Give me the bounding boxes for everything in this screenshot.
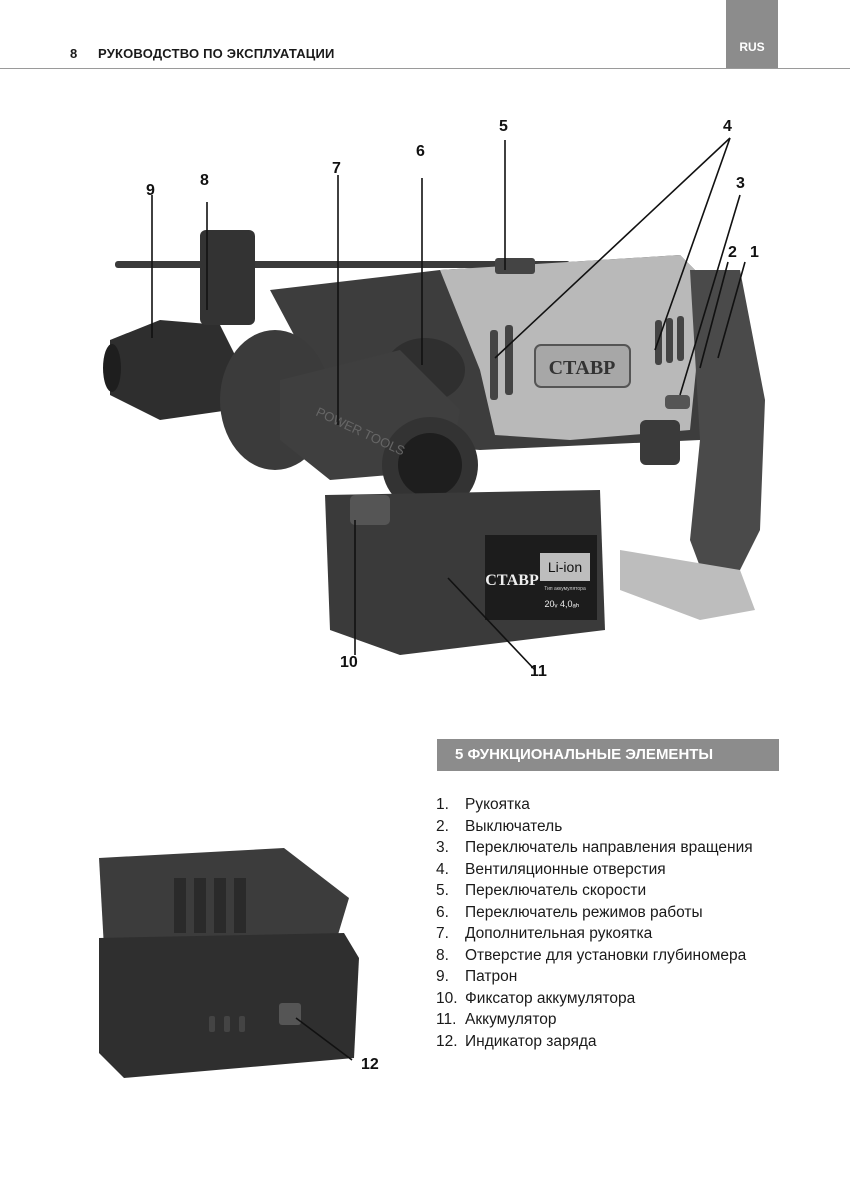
li-ion-text: Li-ion: [548, 559, 582, 575]
rotary-hammer-illustration: СТАВР POWER TOOLS СТАВР Li-ion Тип аккум…: [100, 110, 800, 690]
callout-5: 5: [499, 118, 508, 136]
depth-gauge-clamp: [200, 230, 255, 325]
callout-3: 3: [736, 175, 745, 193]
brand-logo: СТАВР: [549, 357, 616, 379]
charge-leds: [209, 1016, 245, 1032]
callout-4: 4: [723, 118, 732, 136]
feature-list: 1.Рукоятка 2.Выключатель 3.Переключатель…: [436, 794, 796, 1052]
list-item: 5.Переключатель скорости: [436, 880, 796, 902]
speed-switch: [495, 258, 535, 274]
callout-8: 8: [200, 172, 209, 190]
language-tab: RUS: [726, 0, 778, 68]
battery-brand: СТАВР: [485, 572, 539, 589]
list-item: 10.Фиксатор аккумулятора: [436, 988, 796, 1010]
charge-indicator-button: [279, 1003, 301, 1025]
battery-body: [99, 933, 359, 1078]
battery-closeup-illustration: [84, 838, 408, 1104]
section-title: 5 ФУНКЦИОНАЛЬНЫЕ ЭЛЕМЕНТЫ: [437, 739, 779, 771]
main-handle: [690, 270, 765, 580]
battery-latch: [350, 495, 390, 525]
callout-6: 6: [416, 143, 425, 161]
page-number: 8: [70, 46, 77, 61]
callout-12: 12: [361, 1056, 379, 1074]
trigger-switch: [640, 420, 680, 465]
callout-9: 9: [146, 182, 155, 200]
callout-7: 7: [332, 160, 341, 178]
callout-10: 10: [340, 654, 358, 672]
list-item: 1.Рукоятка: [436, 794, 796, 816]
battery-subtitle: Тип аккумулятора: [544, 586, 586, 592]
direction-switch: [665, 395, 690, 409]
callout-1: 1: [750, 244, 759, 262]
list-item: 4.Вентиляционные отверстия: [436, 859, 796, 881]
list-item: 12.Индикатор заряда: [436, 1031, 796, 1053]
list-item: 6.Переключатель режимов работы: [436, 902, 796, 924]
chuck: [110, 320, 235, 420]
list-item: 2.Выключатель: [436, 816, 796, 838]
manual-title: РУКОВОДСТВО ПО ЭКСПЛУАТАЦИИ: [98, 46, 335, 61]
list-item: 8.Отверстие для установки глубиномера: [436, 945, 796, 967]
page-header: 8 РУКОВОДСТВО ПО ЭКСПЛУАТАЦИИ RUS: [0, 0, 850, 72]
callout-2: 2: [728, 244, 737, 262]
list-item: 7.Дополнительная рукоятка: [436, 923, 796, 945]
list-item: 9.Патрон: [436, 966, 796, 988]
battery-specs: 20ᵥ 4,0ₐₕ: [545, 599, 580, 609]
list-item: 3.Переключатель направления вращения: [436, 837, 796, 859]
callout-11: 11: [530, 663, 547, 681]
header-divider: [0, 68, 850, 69]
chuck-tip: [103, 344, 121, 392]
list-item: 11.Аккумулятор: [436, 1009, 796, 1031]
